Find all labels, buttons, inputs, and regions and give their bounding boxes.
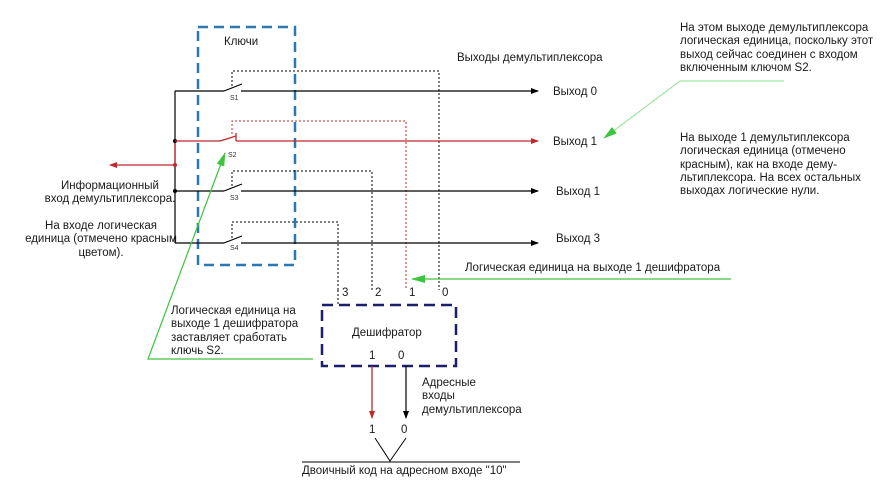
- decoder-output-2: 2: [375, 287, 381, 299]
- address-bit-1: 1: [369, 424, 375, 436]
- binary-code-bracket: [374, 437, 407, 462]
- decoder-input-1: 1: [369, 350, 375, 362]
- decoder-title: Дешифратор: [352, 327, 422, 339]
- note-switch-trigger: Логическая единица на выходе 1 дешифрато…: [171, 305, 299, 357]
- decoder-input-0: 0: [398, 350, 404, 362]
- annotation-pointer-output-1: [603, 80, 784, 139]
- address-inputs-label: Адресные входы демультиплексора: [422, 377, 522, 416]
- keys-box: [196, 25, 297, 267]
- decoder-box: [320, 303, 458, 368]
- binary-code-label: Двоичный код на адресном входе "10": [302, 465, 507, 477]
- switch-label-s3: S3: [230, 195, 239, 202]
- decoder-output-3: 3: [342, 287, 348, 299]
- switch-s2-blade: [219, 135, 237, 142]
- outputs-title: Выходы демультиплексора: [457, 52, 603, 64]
- switch-s4-blade: [223, 235, 243, 244]
- note-active-output: На этом выходе демультиплексора логическ…: [680, 22, 874, 74]
- switch-s3-blade: [223, 183, 243, 192]
- note-output-1-state: На выходе 1 демультиплексора логическая …: [680, 132, 861, 198]
- control-line-0: [231, 70, 440, 290]
- output-label-0: Выход 0: [553, 86, 597, 98]
- control-line-3: [231, 221, 339, 290]
- switch-s1-blade: [223, 83, 243, 92]
- switch-label-s2: S2: [228, 152, 237, 159]
- output-label-1: Выход 1: [553, 136, 597, 148]
- output-label-2: Выход 1: [556, 186, 600, 198]
- annotation-pointer-switch-s2: [147, 152, 313, 360]
- input-logic-note: На входе логическая единица (отмечено кр…: [25, 220, 177, 259]
- information-input-label: Информационный вход демультиплексора.: [44, 180, 176, 206]
- output-label-3: Выход 3: [556, 233, 600, 245]
- switch-label-s4: S4: [230, 245, 239, 252]
- keys-box-title: Ключи: [224, 36, 258, 48]
- control-line-1: [231, 120, 407, 290]
- note-decoder-output-1: Логическая единица на выходе 1 дешифрато…: [465, 262, 721, 274]
- decoder-output-0: 0: [442, 287, 448, 299]
- switch-label-s1: S1: [230, 95, 239, 102]
- decoder-output-1: 1: [409, 287, 415, 299]
- control-line-2: [231, 170, 373, 290]
- address-bit-0: 0: [401, 424, 407, 436]
